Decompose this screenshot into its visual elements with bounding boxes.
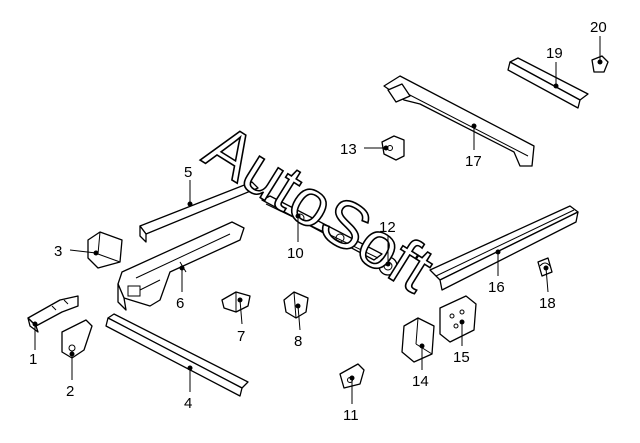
callout-8: 8 xyxy=(294,333,302,350)
part-14-bracket xyxy=(401,317,435,363)
callout-labels: 1 2 3 4 5 6 7 8 10 11 12 13 14 15 16 17 … xyxy=(29,19,607,424)
callout-10: 10 xyxy=(287,245,304,262)
callout-15: 15 xyxy=(453,349,470,366)
part-15-plate xyxy=(439,295,477,343)
callout-17: 17 xyxy=(465,153,482,170)
callout-13: 13 xyxy=(340,141,357,158)
callout-11: 11 xyxy=(343,407,359,424)
leader-lines xyxy=(32,36,603,404)
callout-14: 14 xyxy=(412,373,429,390)
callout-20: 20 xyxy=(590,19,607,36)
part-16-rail xyxy=(429,205,579,291)
callout-3: 3 xyxy=(54,243,62,260)
part-13-bracket xyxy=(381,135,405,161)
part-6-frame xyxy=(117,221,245,311)
callout-1: 1 xyxy=(29,351,37,368)
callout-7: 7 xyxy=(237,328,245,345)
watermark-text: AutoSoft xyxy=(193,109,447,306)
callout-6: 6 xyxy=(176,295,184,312)
callout-19: 19 xyxy=(546,45,563,62)
part-17-frame xyxy=(383,75,535,167)
part-4-rail xyxy=(105,313,249,397)
callout-16: 16 xyxy=(488,279,505,296)
part-2-bracket xyxy=(61,319,93,359)
callout-18: 18 xyxy=(539,295,556,312)
part-3-bracket xyxy=(87,231,123,269)
callout-4: 4 xyxy=(184,395,192,412)
callout-5: 5 xyxy=(184,164,192,181)
part-7-clip xyxy=(221,291,251,313)
part-19-rail xyxy=(507,57,589,109)
callout-12: 12 xyxy=(379,219,396,236)
part-10-shaft xyxy=(261,195,383,261)
callout-2: 2 xyxy=(66,383,74,400)
part-5-rail xyxy=(139,181,259,243)
